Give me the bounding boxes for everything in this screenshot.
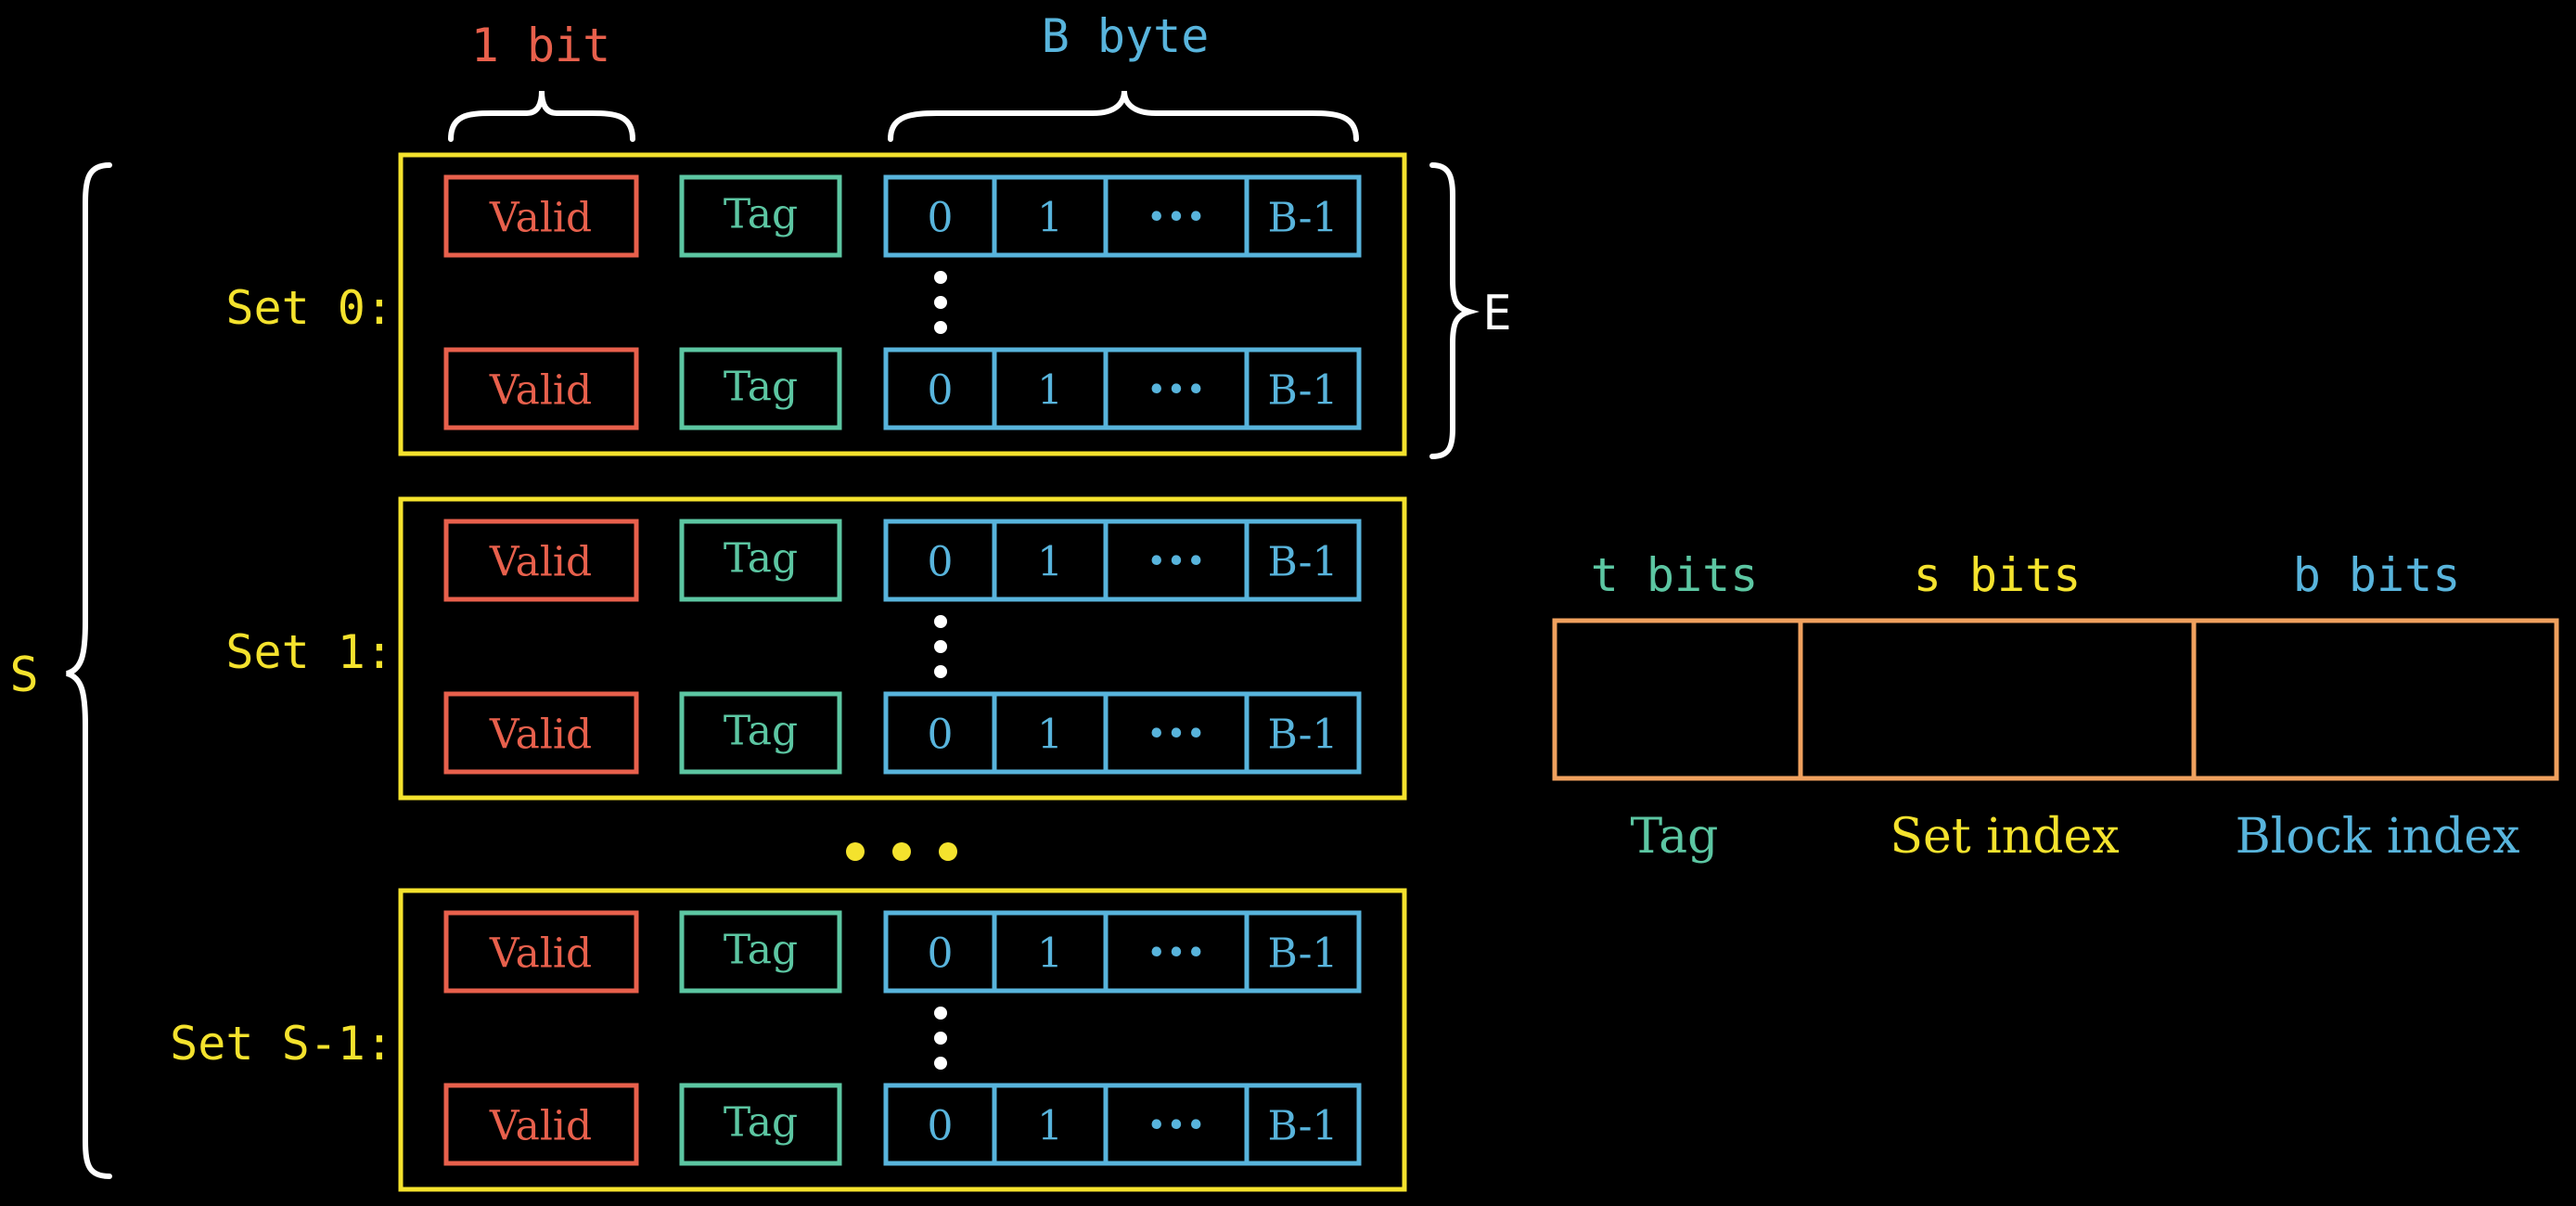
valid-field xyxy=(443,174,639,258)
address-field xyxy=(1804,624,2190,775)
block-byte-label: B-1 xyxy=(1267,195,1338,242)
more-lines-ellipsis xyxy=(934,615,947,678)
set-frame xyxy=(398,888,1407,1192)
valid-label: Valid xyxy=(489,195,592,242)
tag-label: Tag xyxy=(724,364,798,411)
block-byte-cell xyxy=(1244,174,1362,258)
block-byte-label: ••• xyxy=(1147,199,1206,237)
block-byte-label: 1 xyxy=(1037,1103,1063,1150)
valid-label: Valid xyxy=(489,930,592,978)
block-byte-cell xyxy=(1244,347,1362,430)
cache-line: Valid Tag 0 1 ••• B-1 xyxy=(443,519,1362,602)
lines-per-set-label: E xyxy=(1482,286,1511,341)
block-byte-label: ••• xyxy=(1147,544,1206,582)
address-field xyxy=(2198,624,2553,775)
block-byte-cell xyxy=(1244,691,1362,775)
valid-label: Valid xyxy=(489,1103,592,1150)
block-byte-label: 0 xyxy=(928,367,954,415)
block-byte-label: 0 xyxy=(928,1103,954,1150)
tag-field xyxy=(679,347,842,430)
tag-field xyxy=(679,910,842,994)
address-field-bits: b bits xyxy=(2293,548,2461,602)
tag-label: Tag xyxy=(724,1099,798,1147)
set-frame xyxy=(398,496,1407,801)
lines-per-set-brace xyxy=(1429,162,1480,459)
set-label: Set S-1: xyxy=(170,1017,393,1071)
address-frame xyxy=(1552,618,2559,781)
block-byte-label: 1 xyxy=(1037,712,1063,759)
set-frame xyxy=(398,152,1407,456)
valid-field xyxy=(443,347,639,430)
tag-field xyxy=(679,1083,842,1166)
valid-label: Valid xyxy=(489,712,592,759)
block-byte-label: B-1 xyxy=(1267,930,1338,978)
valid-label: Valid xyxy=(489,367,592,415)
cache-line: Valid Tag 0 1 ••• B-1 xyxy=(443,691,1362,775)
num-sets-label: S xyxy=(9,648,38,703)
block-byte-cell xyxy=(1244,910,1362,994)
block-byte-cell xyxy=(1244,519,1362,602)
tag-label: Tag xyxy=(724,927,798,974)
valid-field xyxy=(443,691,639,775)
address-field-bits: t bits xyxy=(1591,548,1759,602)
valid-bit-width-label: 1 bit xyxy=(471,19,611,72)
block-byte-label: 0 xyxy=(928,930,954,978)
tag-field xyxy=(679,691,842,775)
more-lines-ellipsis xyxy=(934,271,947,334)
more-sets-ellipsis xyxy=(846,842,957,861)
block-byte-label: 1 xyxy=(1037,539,1063,586)
tag-label: Tag xyxy=(724,191,798,238)
block-byte-label: B-1 xyxy=(1267,367,1338,415)
block-byte-label: ••• xyxy=(1147,372,1206,410)
block-byte-cell xyxy=(1244,1083,1362,1166)
block-byte-label: ••• xyxy=(1147,716,1206,754)
block-byte-label: B-1 xyxy=(1267,539,1338,586)
cache-line: Valid Tag 0 1 ••• B-1 xyxy=(443,174,1362,258)
num-sets-brace xyxy=(66,162,112,1179)
valid-bit-brace xyxy=(448,90,635,142)
block-byte-label: 1 xyxy=(1037,195,1063,242)
address-field-bits: s bits xyxy=(1914,548,2082,602)
address-field-name: Tag xyxy=(1631,809,1719,865)
block-size-label: B byte xyxy=(1042,9,1210,63)
block-byte-label: 0 xyxy=(928,539,954,586)
block-byte-label: 0 xyxy=(928,195,954,242)
set-label: Set 0: xyxy=(225,281,393,335)
cache-line: Valid Tag 0 1 ••• B-1 xyxy=(443,1083,1362,1166)
block-byte-label: 1 xyxy=(1037,367,1063,415)
set-label: Set 1: xyxy=(225,625,393,679)
valid-field xyxy=(443,519,639,602)
block-byte-label: ••• xyxy=(1147,1108,1206,1146)
cache-line: Valid Tag 0 1 ••• B-1 xyxy=(443,347,1362,430)
address-field xyxy=(1558,624,1797,775)
block-byte-label: 1 xyxy=(1037,930,1063,978)
valid-field xyxy=(443,1083,639,1166)
cache-line: Valid Tag 0 1 ••• B-1 xyxy=(443,910,1362,994)
block-byte-label: ••• xyxy=(1147,935,1206,973)
block-byte-label: B-1 xyxy=(1267,712,1338,759)
address-field-name: Set index xyxy=(1890,809,2119,865)
block-byte-label: 0 xyxy=(928,712,954,759)
block-byte-label: B-1 xyxy=(1267,1103,1338,1150)
tag-label: Tag xyxy=(724,535,798,583)
tag-label: Tag xyxy=(724,708,798,755)
block-size-brace xyxy=(888,90,1359,142)
valid-field xyxy=(443,910,639,994)
tag-field xyxy=(679,174,842,258)
address-field-name: Block index xyxy=(2236,809,2520,865)
more-lines-ellipsis xyxy=(934,1007,947,1070)
valid-label: Valid xyxy=(489,539,592,586)
tag-field xyxy=(679,519,842,602)
